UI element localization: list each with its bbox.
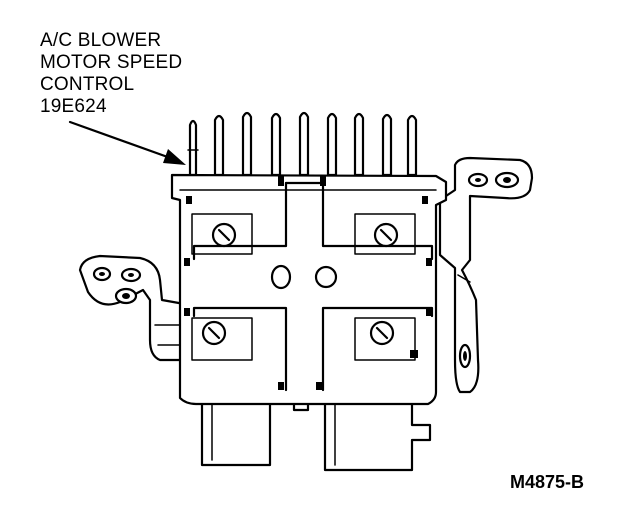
callout-part-number: 19E624 <box>40 96 107 117</box>
callout-line-1: A/C BLOWER <box>40 30 162 51</box>
terminal-screw-top-right <box>373 222 399 248</box>
leader-arrow <box>68 120 186 165</box>
terminal-screw-top-left <box>211 222 237 248</box>
connector-housings <box>200 393 432 472</box>
terminal-screw-bottom-left <box>201 320 227 346</box>
terminal-pins <box>187 111 418 177</box>
right-mounting-bracket <box>438 156 534 394</box>
center-mounting-holes <box>270 264 338 290</box>
callout-line-2: MOTOR SPEED <box>40 52 183 73</box>
callout-line-3: CONTROL <box>40 74 135 95</box>
main-housing <box>170 173 448 406</box>
left-mounting-bracket <box>78 254 192 362</box>
terminal-screw-bottom-right <box>369 320 395 346</box>
figure-number: M4875-B <box>510 472 585 492</box>
component-callout-label: A/C BLOWER MOTOR SPEED CONTROL 19E624 <box>40 30 182 118</box>
